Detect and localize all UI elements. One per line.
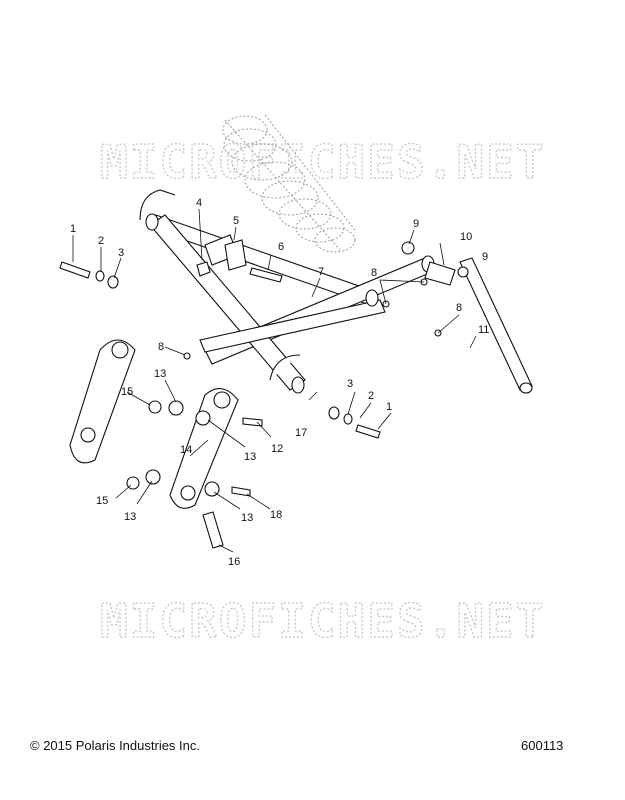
hardware xyxy=(59,239,469,549)
callout-1-right: 1 xyxy=(386,401,392,413)
callout-4: 4 xyxy=(196,197,202,209)
callout-15-lower: 15 xyxy=(96,495,108,507)
callout-9-left: 9 xyxy=(413,218,419,230)
callout-14: 14 xyxy=(180,444,192,456)
callout-13-upper: 13 xyxy=(154,368,166,380)
callout-7: 7 xyxy=(318,266,324,278)
callout-18: 18 xyxy=(270,509,282,521)
callout-13-lower-left: 13 xyxy=(124,511,136,523)
callout-2: 2 xyxy=(98,235,104,247)
callout-8-middle: 8 xyxy=(456,302,462,314)
callout-8-left: 8 xyxy=(158,341,164,353)
callout-numbers: 1 2 3 4 5 6 7 8 8 8 9 9 10 11 13 15 1 2 … xyxy=(70,197,489,568)
callout-11: 11 xyxy=(478,324,489,336)
watermark-bottom: MICROFICHES.NET xyxy=(100,594,545,648)
shock-absorber-ghost xyxy=(222,114,356,253)
callout-6: 6 xyxy=(278,241,284,253)
callout-3-right: 3 xyxy=(347,378,353,390)
copyright-text: © 2015 Polaris Industries Inc. xyxy=(30,738,200,753)
callout-13-middle: 13 xyxy=(244,451,256,463)
drawing-number: 600113 xyxy=(521,738,564,753)
callout-10: 10 xyxy=(460,231,472,243)
pivot-shaft xyxy=(459,257,533,394)
callout-1: 1 xyxy=(70,223,76,235)
leader-lines xyxy=(72,208,477,553)
watermark-top: MICROFICHES.NET xyxy=(100,135,545,189)
callout-5: 5 xyxy=(233,215,239,227)
callout-9-right: 9 xyxy=(482,251,488,263)
callout-8-upper: 8 xyxy=(371,267,377,279)
callout-17: 17 xyxy=(295,427,307,439)
callout-3: 3 xyxy=(118,247,124,259)
right-link-arm xyxy=(169,388,239,509)
callout-15-upper: 15 xyxy=(121,386,133,398)
callout-16: 16 xyxy=(228,556,240,568)
callout-13-lower-right: 13 xyxy=(241,512,253,524)
callout-12: 12 xyxy=(271,443,283,455)
left-link-arm xyxy=(69,339,136,464)
control-arm-assembly xyxy=(139,189,435,394)
callout-2-right: 2 xyxy=(368,390,374,402)
